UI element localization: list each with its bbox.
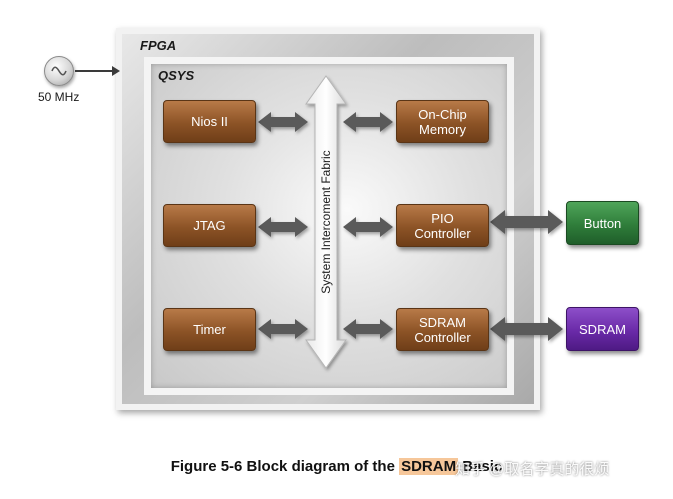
watermark-text: 知乎 @取名字真的很烦 (455, 461, 610, 478)
figure-caption: Figure 5-6 Block diagram of the SDRAM Ba… (170, 458, 503, 475)
sdram-block: SDRAM (566, 307, 639, 351)
arrow-fabric-onchip (343, 112, 393, 132)
pio-controller-block: PIO Controller (396, 204, 489, 247)
arrow-sdram-ctrl-sdram (490, 317, 563, 341)
arrow-nios-fabric (258, 112, 308, 132)
arrow-timer-fabric (258, 319, 308, 339)
timer-block: Timer (163, 308, 256, 351)
system-fabric-arrow (305, 75, 347, 369)
clock-oscillator-icon (44, 56, 74, 86)
fpga-label: FPGA (140, 38, 177, 53)
qsys-label: QSYS (158, 68, 195, 83)
sdram-controller-block: SDRAM Controller (396, 308, 489, 351)
arrow-fabric-pio (343, 217, 393, 237)
button-block: Button (566, 201, 639, 245)
clock-label: 50 MHz (38, 90, 80, 104)
arrow-jtag-fabric (258, 217, 308, 237)
arrow-pio-button (490, 210, 563, 234)
nios-ii-block: Nios II (163, 100, 256, 143)
clock-arrow (75, 66, 120, 76)
caption-highlight: SDRAM (399, 458, 459, 475)
on-chip-memory-block: On-Chip Memory (396, 100, 489, 143)
jtag-block: JTAG (163, 204, 256, 247)
arrow-fabric-sdram-ctrl (343, 319, 393, 339)
